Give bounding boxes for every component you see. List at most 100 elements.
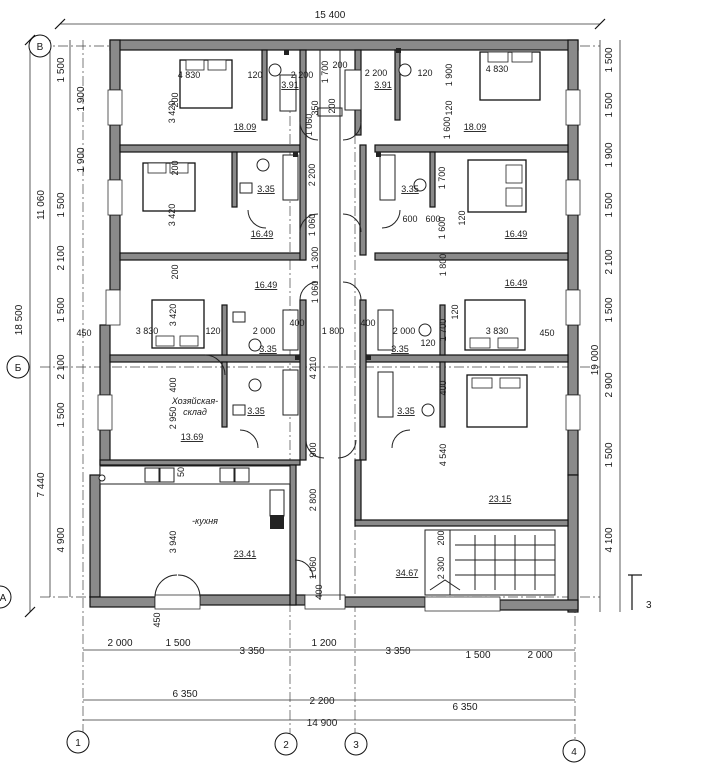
dim-inner-200e: 200 (436, 530, 446, 545)
dim-inner-1300: 1 300 (310, 247, 320, 270)
dimension-labels: 15 400 18 500 11 060 7 440 4 900 1 500 1… (14, 10, 615, 729)
dim-bottom-r1-5: 1 500 (465, 650, 490, 661)
dim-bottom-r2-2: 6 350 (452, 702, 477, 713)
dim-inner-1060d: 1 060 (308, 557, 318, 580)
dim-left-chain-1: 1 900 (76, 147, 87, 172)
dim-inner-120b: 120 (417, 68, 432, 78)
room-area-1369: 13.69 (181, 432, 204, 442)
room-area-1649d: 16.49 (505, 278, 528, 288)
dim-bottom-r1-3: 1 200 (311, 638, 336, 649)
dim-inner-2000b: 2 000 (393, 326, 416, 336)
dim-left-upper: 11 060 (36, 190, 47, 220)
label-kitchen: -кухня (192, 516, 218, 526)
dim-inner-1700a: 1 700 (320, 61, 330, 84)
room-area-391a: 3.91 (281, 80, 299, 90)
beds (142, 51, 541, 428)
dim-left-chain-3: 2 100 (56, 245, 67, 270)
room-area-1809b: 18.09 (464, 122, 487, 132)
dim-inner-3830a: 3 830 (136, 326, 159, 336)
dim-inner-1800a: 1 800 (438, 254, 448, 277)
dim-left-chain-6: 1 500 (56, 402, 67, 427)
dim-bottom-r1-6: 2 000 (527, 650, 552, 661)
dim-inner-200b: 200 (327, 98, 337, 113)
axis-bubbles: В Б A 1 2 3 4 (0, 34, 586, 763)
dim-inner-400c: 400 (438, 380, 448, 395)
dim-inner-200d: 200 (170, 264, 180, 279)
windows (97, 89, 581, 612)
dim-right-chain-3: 1 500 (604, 192, 615, 217)
dim-bottom-r1-4: 3 350 (385, 646, 410, 657)
axis-bubble-a: A (0, 593, 7, 604)
dim-right-total: 19 000 (590, 344, 601, 375)
dim-inner-2300: 2 300 (436, 557, 446, 580)
label-storage-1: Хозяйская- (171, 396, 218, 406)
dim-inner-3420b: 3 420 (167, 204, 177, 227)
room-area-1649c: 16.49 (255, 280, 278, 290)
dim-left-chain-2: 1 500 (56, 192, 67, 217)
room-area-3467: 34.67 (396, 568, 419, 578)
dim-inner-4210: 4 210 (308, 357, 318, 380)
dim-inner-120a: 120 (247, 70, 262, 80)
dim-right-chain-5: 1 500 (604, 297, 615, 322)
axis-bubble-b: Б (15, 363, 22, 374)
dim-inner-1600b: 1 600 (437, 217, 447, 240)
room-area-1809a: 18.09 (234, 122, 257, 132)
dim-inner-1600a: 1 600 (442, 117, 452, 140)
room-area-335a: 3.35 (257, 184, 275, 194)
room-area-335c: 3.35 (259, 344, 277, 354)
room-area-1649b: 16.49 (505, 229, 528, 239)
room-area-2315: 23.15 (489, 494, 512, 504)
dim-left-chain-7: 1 900 (76, 86, 87, 111)
dim-inner-2200c: 2 200 (307, 164, 317, 187)
dim-inner-1900: 1 900 (444, 64, 454, 87)
dim-inner-1700c: 1 700 (438, 319, 448, 342)
axis-bubble-2: 2 (283, 740, 289, 751)
dim-bottom-r1-0: 2 000 (107, 638, 132, 649)
room-area-2341: 23.41 (234, 549, 257, 559)
dim-inner-1060b: 1 060 (307, 214, 317, 237)
dim-inner-2000a: 2 000 (253, 326, 276, 336)
dim-inner-400e: 400 (314, 584, 324, 599)
room-area-335f: 3.35 (397, 406, 415, 416)
stairs (424, 529, 556, 596)
dimension-lines (24, 18, 621, 721)
dim-left-lower: 7 440 (36, 472, 47, 497)
dim-inner-4830a: 4 830 (178, 70, 201, 80)
section-label: 3 (646, 600, 652, 611)
dim-inner-120d: 120 (457, 210, 467, 225)
dim-left-outer: 18 500 (14, 304, 25, 335)
dim-inner-600b: 600 (425, 214, 440, 224)
axis-bubble-1: 1 (75, 738, 81, 749)
axis-bubble-4: 4 (571, 747, 577, 758)
dim-bottom-450: 450 (152, 612, 162, 627)
dim-inner-1800b: 1 800 (322, 326, 345, 336)
dim-inner-400a: 400 (289, 318, 304, 328)
dim-inner-120f: 120 (420, 338, 435, 348)
dim-right-chain-1: 1 500 (604, 92, 615, 117)
axis-bubble-3: 3 (353, 740, 359, 751)
dim-inner-200c: 200 (170, 160, 180, 175)
dim-left-chain-0: 1 500 (56, 57, 67, 82)
dim-inner-350: 350 (310, 100, 320, 115)
dim-inner-600a: 600 (402, 214, 417, 224)
dim-inner-120c: 120 (444, 100, 454, 115)
dim-inner-4830b: 4 830 (486, 64, 509, 74)
dim-inner-120g: 120 (450, 304, 460, 319)
dim-inner-400d: 400 (168, 377, 178, 392)
room-area-391b: 3.91 (374, 80, 392, 90)
dim-inner-1060c: 1 060 (310, 281, 320, 304)
axis-bubble-v: В (37, 42, 44, 53)
dim-inner-450r: 450 (539, 328, 554, 338)
section-marker: 3 (628, 574, 652, 611)
dim-inner-3420a: 3 420 (167, 101, 177, 124)
dim-bottom-r1-1: 1 500 (165, 638, 190, 649)
dim-top-total: 15 400 (315, 10, 346, 21)
dim-inner-120e: 120 (205, 326, 220, 336)
dim-left-4900: 4 900 (56, 527, 67, 552)
dim-inner-900: 900 (308, 442, 318, 457)
dim-bottom-r2-0: 6 350 (172, 689, 197, 700)
dim-left-chain-5: 2 100 (56, 354, 67, 379)
dim-right-chain-0: 1 500 (604, 47, 615, 72)
dim-inner-2200a: 2 200 (291, 70, 314, 80)
